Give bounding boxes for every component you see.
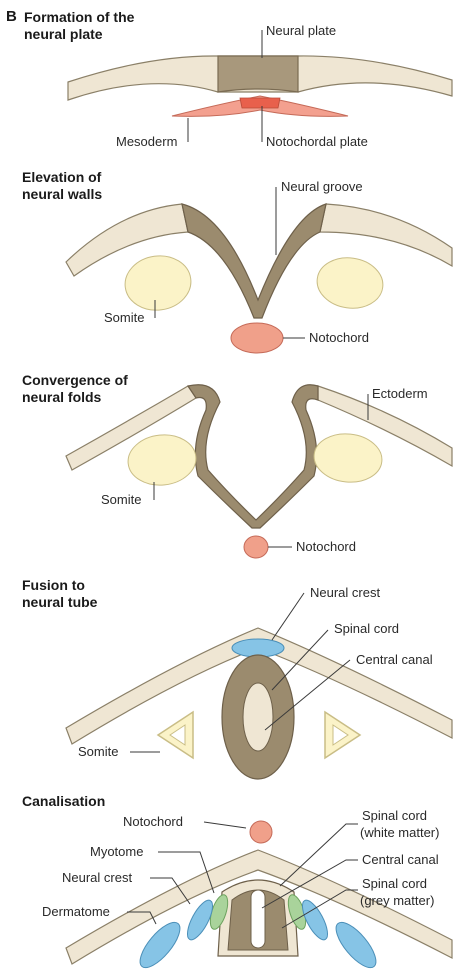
label-notochord: Notochord [309,330,369,345]
panel-fusion-neural-tube: Neural crest Spinal cord Central canal S… [66,585,452,779]
label-neural-plate: Neural plate [266,23,336,38]
central-canal [251,890,265,948]
neural-crest [232,639,284,657]
label-notochord: Notochord [123,814,183,829]
label-central-canal: Central canal [362,852,439,867]
neural-plate-shape [218,56,298,92]
ectoderm-right [320,204,452,266]
notochord [250,821,272,843]
somite-left [126,432,199,489]
label-neural-crest: Neural crest [310,585,380,600]
somite-right [312,431,385,486]
label-somite: Somite [101,492,141,507]
label-dermatome: Dermatome [42,904,110,919]
label-neural-crest: Neural crest [62,870,132,885]
label-myotome: Myotome [90,844,143,859]
dermatome-left [134,916,187,973]
notochord [231,323,283,353]
label-spinal-cord-grey: Spinal cord [362,876,427,891]
label-somite: Somite [104,310,144,325]
label-spinal-cord: Spinal cord [334,621,399,636]
neural-groove-walls [182,204,326,318]
label-notochord: Notochord [296,539,356,554]
notochord [244,536,268,558]
label-ectoderm: Ectoderm [372,386,428,401]
panel-formation-neural-plate: Neural plate Mesoderm Notochordal plate [68,23,452,149]
panel-elevation-neural-walls: Neural groove Somite Notochord [66,179,452,353]
somite-right [314,254,386,313]
central-canal [243,683,273,751]
label-mesoderm: Mesoderm [116,134,177,149]
label-white-matter: (white matter) [360,825,439,840]
neural-folds [188,385,318,528]
panel-canalisation: Notochord Myotome Neural crest Dermatome… [42,808,452,974]
somite-left [122,252,195,315]
label-spinal-cord-white: Spinal cord [362,808,427,823]
label-grey-matter: (grey matter) [360,893,434,908]
panel-convergence-neural-folds: Ectoderm Somite Notochord [66,385,452,558]
label-notochordal-plate: Notochordal plate [266,134,368,149]
label-central-canal: Central canal [356,652,433,667]
label-neural-groove: Neural groove [281,179,363,194]
notochordal-plate-shape [240,98,280,108]
label-somite: Somite [78,744,118,759]
dermatome-right [330,916,383,973]
